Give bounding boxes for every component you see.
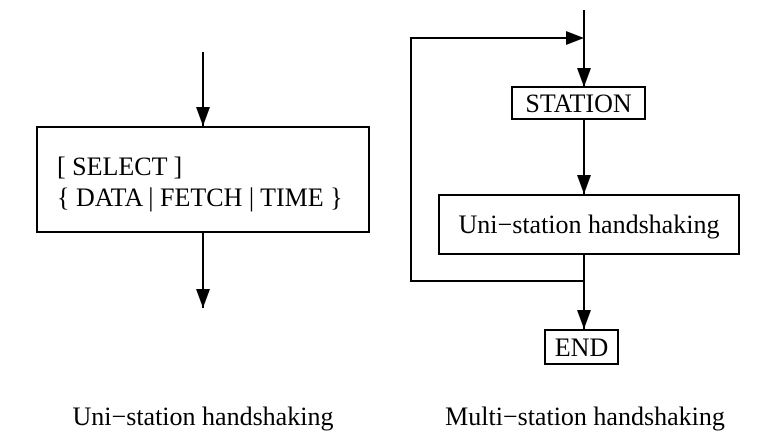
left-diagram-caption: Uni−station handshaking	[72, 402, 334, 431]
loop-arrowhead-icon	[566, 31, 584, 45]
uni-station-process-label: Uni−station handshaking	[458, 210, 720, 239]
end-label: END	[554, 332, 609, 362]
loop-left-line	[410, 37, 412, 282]
end-entry-arrowhead-icon	[577, 310, 591, 329]
station-label: STATION	[525, 88, 632, 118]
left-incoming-arrow-shaft	[202, 52, 204, 126]
station-entry-arrowhead-icon	[577, 68, 591, 87]
station-to-process-line	[583, 120, 585, 194]
select-line: [ SELECT ]	[57, 151, 183, 181]
uni-station-process-box: Uni−station handshaking	[438, 194, 740, 255]
right-diagram-caption: Multi−station handshaking	[445, 402, 725, 431]
left-outgoing-arrowhead-icon	[196, 289, 210, 308]
data-fetch-time-line: { DATA | FETCH | TIME }	[57, 182, 343, 212]
left-outgoing-arrow-shaft	[202, 233, 204, 308]
right-entry-line	[583, 10, 585, 87]
end-box: END	[544, 329, 619, 365]
loop-top-line	[410, 37, 568, 39]
station-box: STATION	[511, 86, 646, 120]
left-incoming-arrowhead-icon	[196, 107, 210, 126]
process-to-end-line	[583, 255, 585, 329]
select-statement-box: [ SELECT ] { DATA | FETCH | TIME }	[36, 126, 370, 233]
loop-bottom-line	[410, 280, 584, 282]
process-entry-arrowhead-icon	[577, 175, 591, 194]
